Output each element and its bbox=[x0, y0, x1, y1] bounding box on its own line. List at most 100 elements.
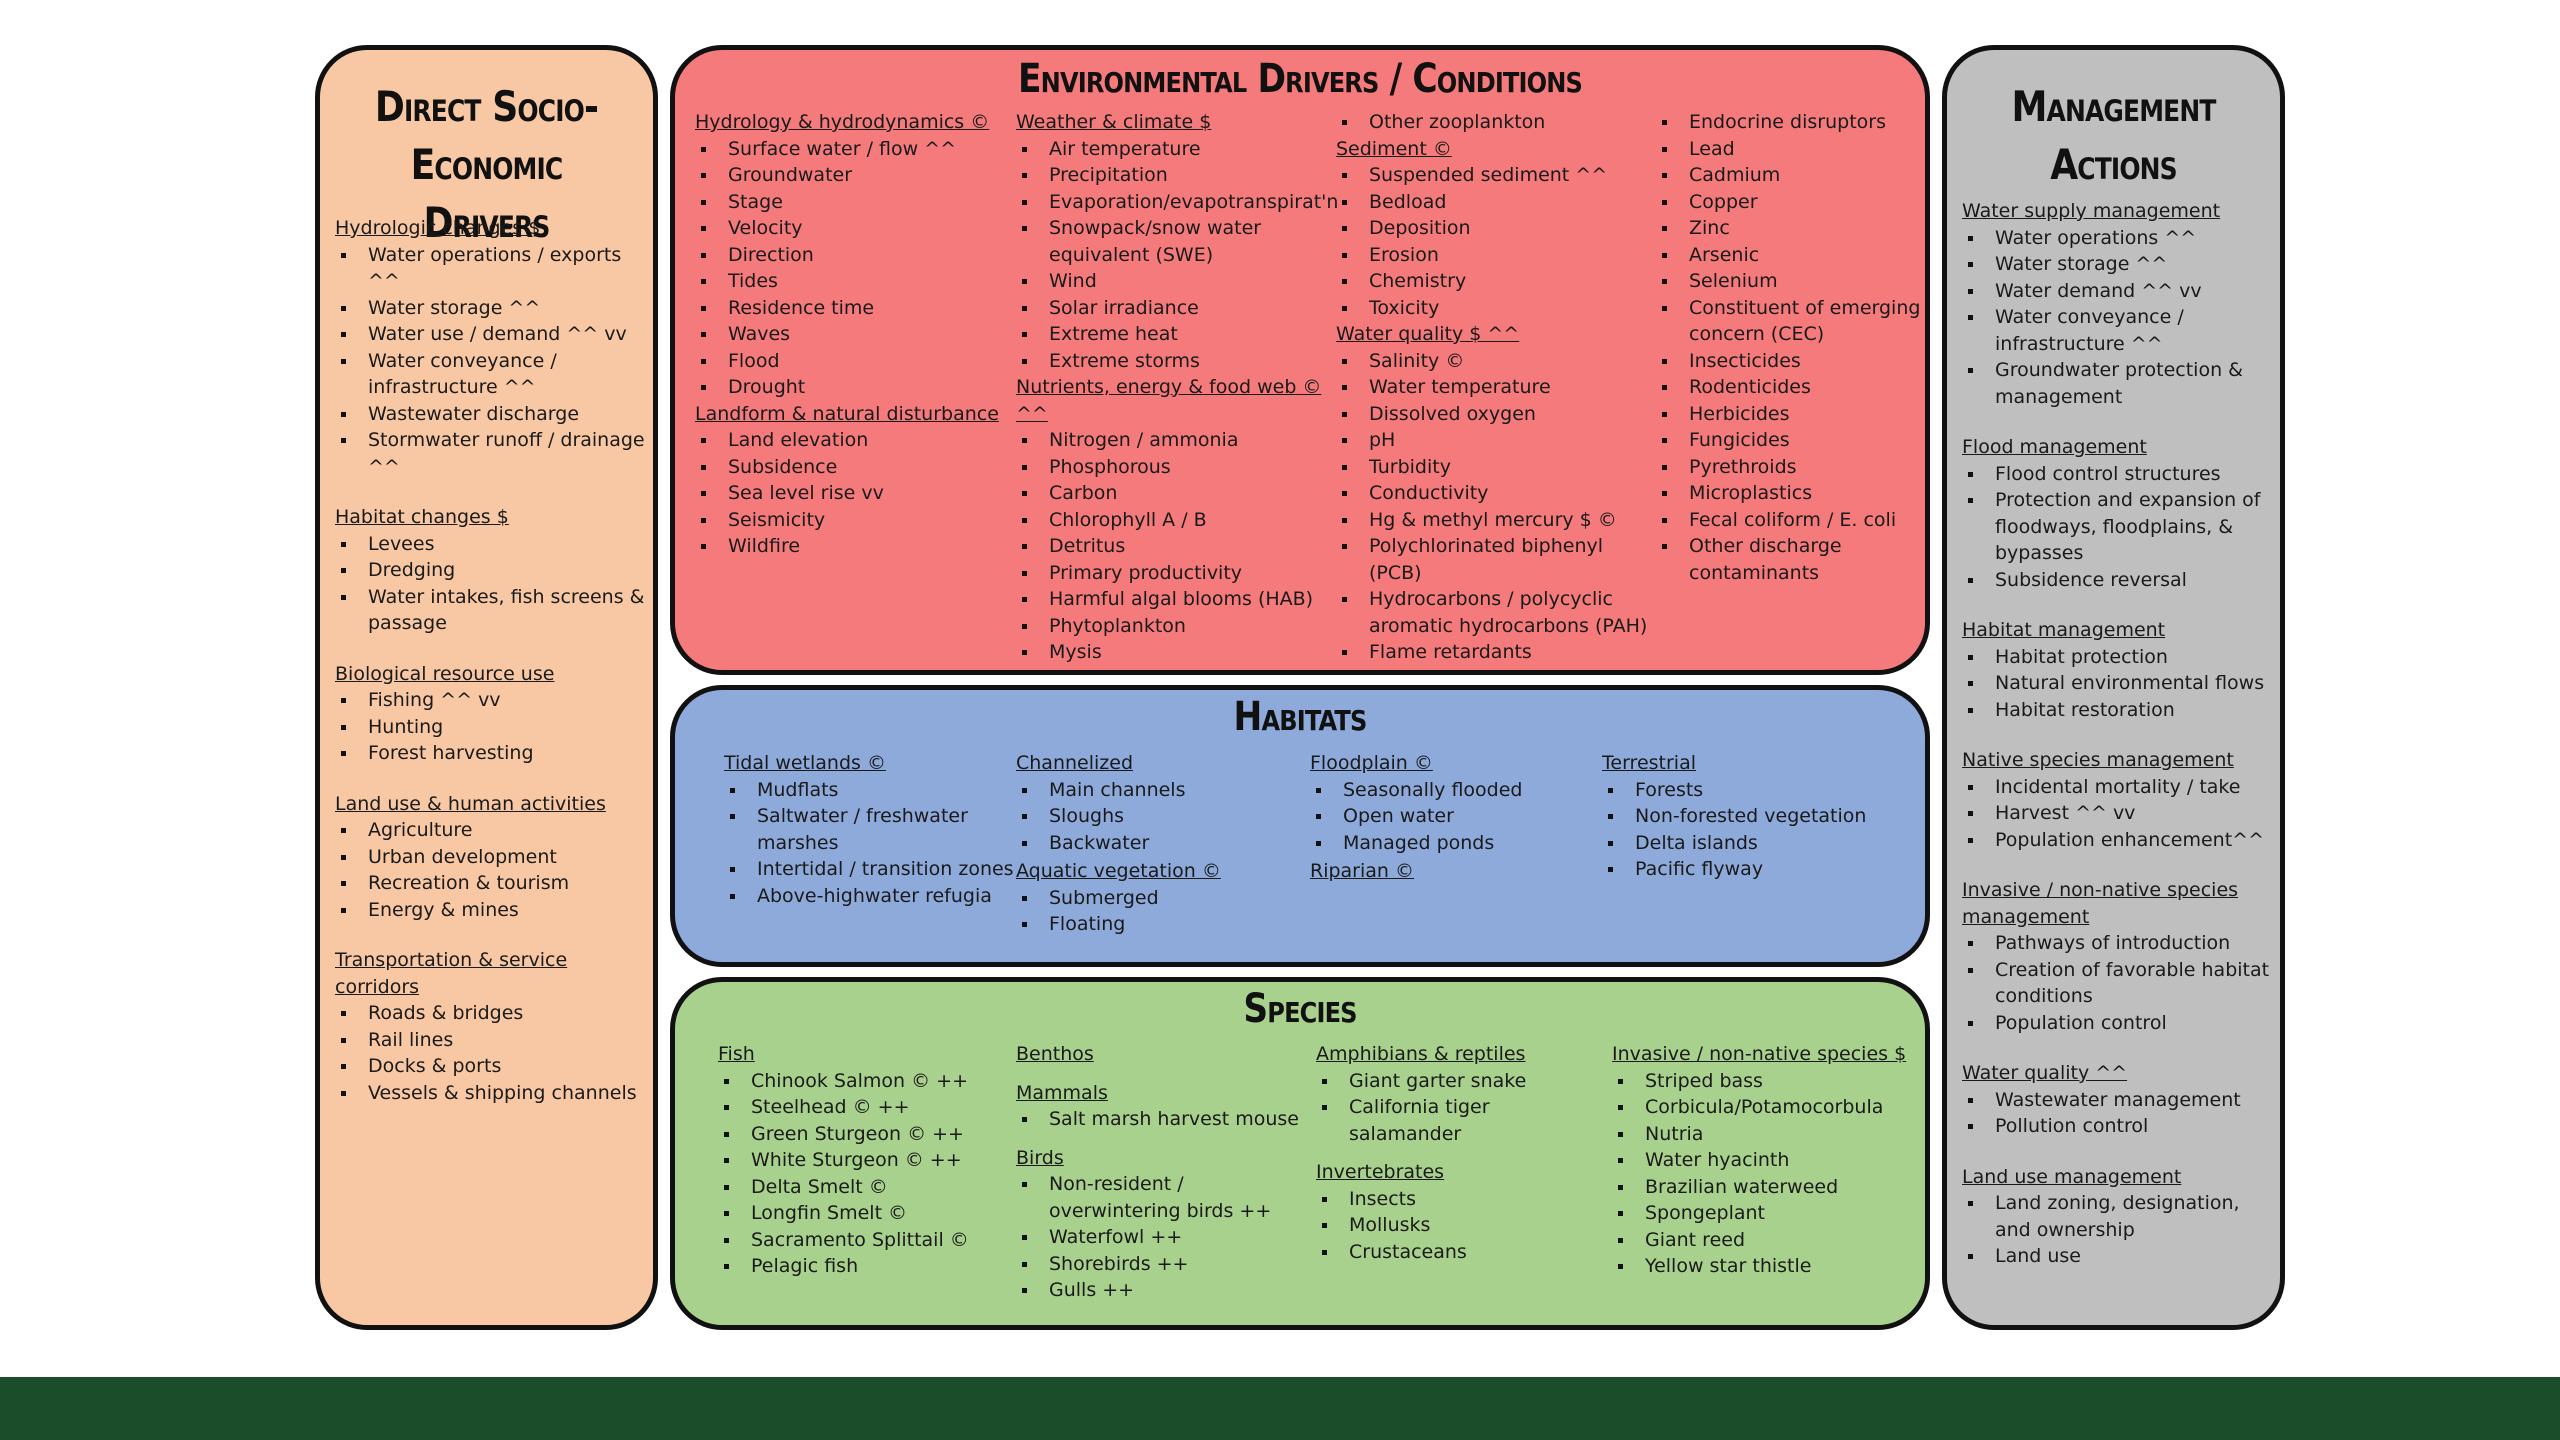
list-item: Primary productivity bbox=[1016, 560, 1331, 587]
list-item: Water use / demand ^^ vv bbox=[335, 321, 650, 348]
list-item: Turbidity bbox=[1336, 454, 1651, 481]
list-item: Water conveyance / infrastructure ^^ bbox=[335, 348, 650, 401]
list-item: Stage bbox=[695, 189, 1010, 216]
category-heading: Floodplain © bbox=[1310, 752, 1433, 774]
list-item: Habitat restoration bbox=[1962, 697, 2277, 724]
list-item: Main channels bbox=[1016, 777, 1306, 804]
list-item: Air temperature bbox=[1016, 136, 1331, 163]
list-item: Brazilian waterweed bbox=[1612, 1174, 1912, 1201]
list-item: Arsenic bbox=[1656, 242, 1921, 269]
list-item: Levees bbox=[335, 531, 650, 558]
category-section: Other zooplankton bbox=[1336, 109, 1651, 136]
list-item: Chlorophyll A / B bbox=[1016, 507, 1331, 534]
list-item: Detritus bbox=[1016, 533, 1331, 560]
list-item: Groundwater protection & management bbox=[1962, 357, 2277, 410]
list-item: Bedload bbox=[1336, 189, 1651, 216]
footer-bar bbox=[0, 1377, 2560, 1440]
list-item: Chemistry bbox=[1336, 268, 1651, 295]
list-item: Natural environmental flows bbox=[1962, 670, 2277, 697]
species-title: Species bbox=[1243, 986, 1357, 1032]
list-item: Intertidal / transition zones bbox=[724, 856, 1019, 883]
category-heading: Water supply management bbox=[1962, 200, 2221, 222]
management-actions-panel: Management Actions Water supply manageme… bbox=[1942, 45, 2285, 1330]
list-item: Flame retardants bbox=[1336, 639, 1651, 666]
list-item: Harvest ^^ vv bbox=[1962, 800, 2277, 827]
list-item: Herbicides bbox=[1656, 401, 1921, 428]
list-item: Lead bbox=[1656, 136, 1921, 163]
category-heading: Invasive / non-native species $ bbox=[1612, 1043, 1907, 1065]
list-item: Delta Smelt © bbox=[718, 1174, 1013, 1201]
list-item: Phytoplankton bbox=[1016, 613, 1331, 640]
list-item: Salt marsh harvest mouse bbox=[1016, 1106, 1306, 1133]
list-item: Fungicides bbox=[1656, 427, 1921, 454]
list-item: Dissolved oxygen bbox=[1336, 401, 1651, 428]
list-item: Water operations ^^ bbox=[1962, 225, 2277, 252]
list-item: Wind bbox=[1016, 268, 1331, 295]
list-item: Floating bbox=[1016, 911, 1306, 938]
category-heading: Terrestrial bbox=[1602, 752, 1696, 774]
list-item: Pathways of introduction bbox=[1962, 930, 2277, 957]
list-item: Steelhead © ++ bbox=[718, 1094, 1013, 1121]
management-actions-title: Management Actions bbox=[2011, 82, 2216, 189]
category-items: Water operations ^^Water storage ^^Water… bbox=[1962, 225, 2277, 411]
list-item: Water temperature bbox=[1336, 374, 1651, 401]
list-item: Stormwater runoff / drainage ^^ bbox=[335, 427, 650, 480]
list-item: Hunting bbox=[335, 714, 650, 741]
list-item: Insecticides bbox=[1656, 348, 1921, 375]
list-item: Suspended sediment ^^ bbox=[1336, 162, 1651, 189]
category-heading: Transportation & service corridors bbox=[335, 949, 568, 998]
list-item: Non-forested vegetation bbox=[1602, 803, 1902, 830]
list-item: Mollusks bbox=[1316, 1212, 1606, 1239]
list-item: Solar irradiance bbox=[1016, 295, 1331, 322]
category-items: Non-resident / overwintering birds ++Wat… bbox=[1016, 1171, 1306, 1304]
list-item: Subsidence reversal bbox=[1962, 567, 2277, 594]
list-item: Backwater bbox=[1016, 830, 1306, 857]
list-item: pH bbox=[1336, 427, 1651, 454]
category-section: Invasive / non-native species $Striped b… bbox=[1612, 1041, 1912, 1280]
list-item: Crustaceans bbox=[1316, 1239, 1606, 1266]
category-heading: Land use management bbox=[1962, 1165, 2182, 1188]
category-section: Benthos bbox=[1016, 1041, 1306, 1068]
list-item: Direction bbox=[695, 242, 1010, 269]
list-item: Mysis bbox=[1016, 639, 1331, 666]
category-heading: Aquatic vegetation © bbox=[1016, 860, 1221, 882]
list-item: Copper bbox=[1656, 189, 1921, 216]
category-heading: Hydrology & hydrodynamics © bbox=[695, 111, 990, 133]
list-item: Water operations / exports ^^ bbox=[335, 242, 650, 295]
list-item: Microplastics bbox=[1656, 480, 1921, 507]
category-section: Nutrients, energy & food web © ^^Nitroge… bbox=[1016, 374, 1331, 666]
category-heading: Nutrients, energy & food web © ^^ bbox=[1016, 376, 1322, 425]
list-item: Evaporation/evapotranspirat'n bbox=[1016, 189, 1338, 216]
list-item: Rodenticides bbox=[1656, 374, 1921, 401]
list-item: Protection and expansion of floodways, f… bbox=[1962, 487, 2277, 567]
list-item: Longfin Smelt © bbox=[718, 1200, 1013, 1227]
list-item: Land use bbox=[1962, 1243, 2277, 1270]
list-item: Nutria bbox=[1612, 1121, 1912, 1148]
list-item: Groundwater bbox=[695, 162, 1010, 189]
environmental-drivers-panel: Environmental Drivers / Conditions Hydro… bbox=[670, 45, 1930, 675]
list-item: Residence time bbox=[695, 295, 1010, 322]
category-heading: Water quality ^^ bbox=[1962, 1062, 2128, 1084]
